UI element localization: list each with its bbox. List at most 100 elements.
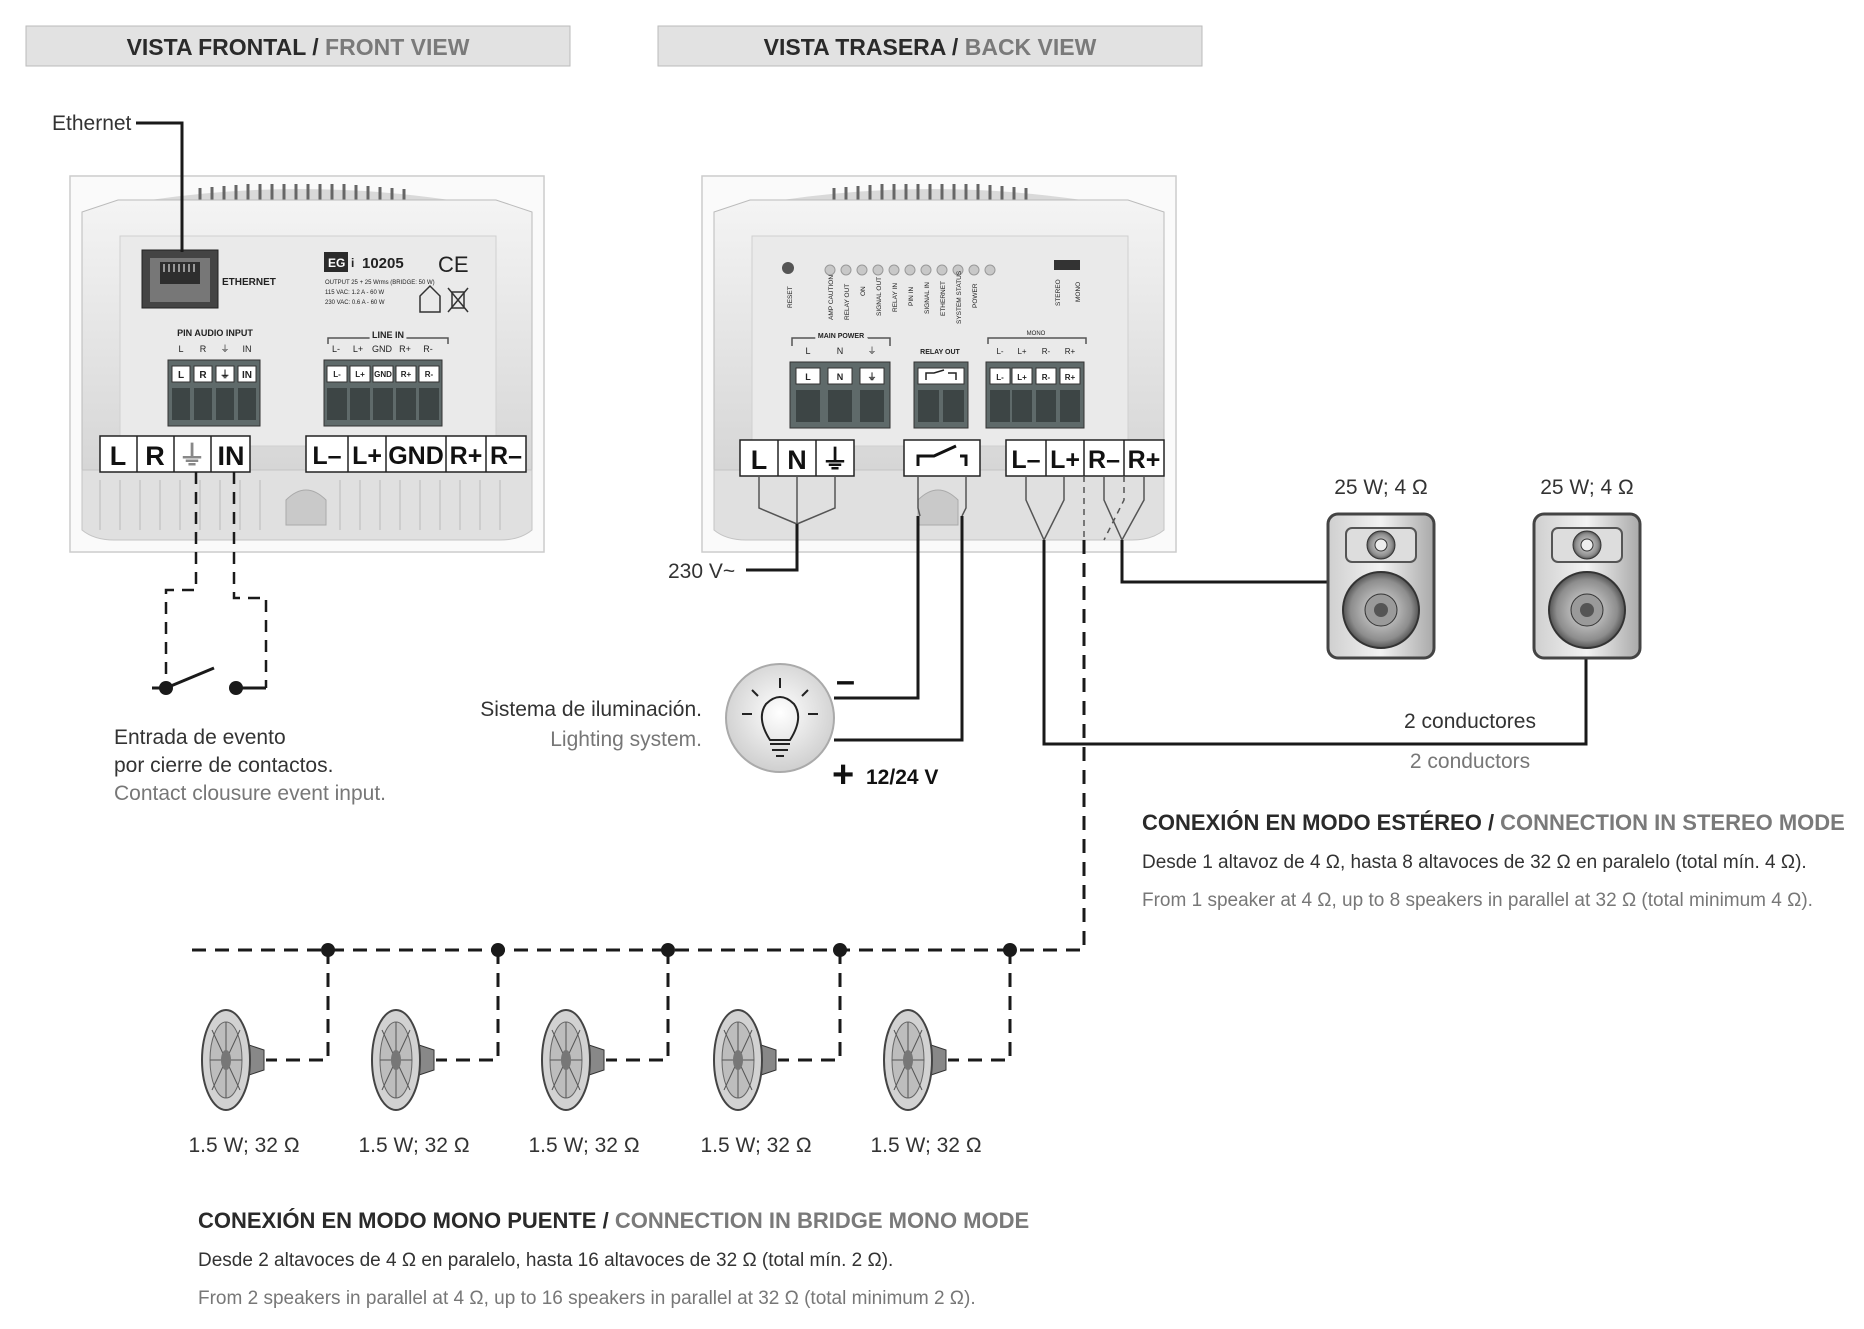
- relay-voltage-label: 12/24 V: [866, 766, 938, 789]
- mono-speaker-5: [883, 1009, 947, 1111]
- weee-bin-icon: [447, 287, 469, 313]
- svg-text:L: L: [805, 372, 811, 382]
- svg-text:PIN IN: PIN IN: [908, 287, 915, 306]
- contact-switch-icon: [152, 666, 266, 695]
- stereo-right-channel-wire: [1120, 540, 1330, 584]
- conductors-label-es: 2 conductores: [1404, 710, 1536, 733]
- pin-audio-terminal-block[interactable]: L R ⏚ IN: [167, 359, 261, 427]
- svg-text:R-: R-: [1042, 347, 1051, 356]
- status-leds: RESET AMP CAUTION RELAY OUT ON SIGNAL OU…: [782, 260, 1082, 324]
- mono-speaker-1-rating: 1.5 W; 32 Ω: [188, 1134, 299, 1157]
- svg-text:STEREO: STEREO: [1055, 279, 1062, 306]
- event-caption-en: Contact clousure event input.: [114, 782, 386, 805]
- stereo-speaker-1: [1326, 512, 1436, 660]
- mono-mode-caption: CONEXIÓN EN MODO MONO PUENTE / CONNECTIO…: [198, 1208, 1029, 1309]
- line-in-sub-labels: L- L+ GND R+ R-: [332, 344, 433, 354]
- back-terminal-ground: ⏚: [822, 445, 849, 475]
- svg-text:VISTA TRASERA / BACK VIEW: VISTA TRASERA / BACK VIEW: [764, 34, 1097, 60]
- main-power-title: MAIN POWER: [818, 333, 864, 340]
- conductors-label-en: 2 conductors: [1410, 750, 1530, 773]
- svg-text:L: L: [178, 370, 184, 381]
- svg-text:R: R: [199, 370, 207, 381]
- event-input-wiring: [164, 472, 268, 688]
- main-power-terminal-block[interactable]: L N ⏚: [789, 361, 891, 429]
- svg-text:GND: GND: [374, 370, 392, 379]
- brand-logo: EG: [328, 256, 345, 270]
- relay-plus-sign: +: [832, 754, 854, 796]
- front-terminal-rminus: R–: [490, 442, 522, 470]
- svg-text:AMP CAUTION: AMP CAUTION: [828, 275, 835, 320]
- relay-out-terminal-block[interactable]: [913, 361, 969, 429]
- mono-speaker-2-rating: 1.5 W; 32 Ω: [358, 1134, 469, 1157]
- pin-audio-input-title: PIN AUDIO INPUT: [177, 328, 253, 338]
- lighting-caption: Sistema de iluminación. Lighting system.: [480, 698, 702, 751]
- svg-text:RELAY OUT: RELAY OUT: [844, 284, 851, 320]
- spec-output: OUTPUT 25 + 25 Wrms (BRIDGE: 50 W): [325, 280, 435, 286]
- mono-speaker-1: [201, 1009, 265, 1111]
- svg-text:R: R: [200, 344, 207, 354]
- mono-title-en: CONNECTION IN BRIDGE MONO MODE: [615, 1208, 1029, 1233]
- svg-text:N: N: [837, 346, 844, 356]
- svg-text:ETHERNET: ETHERNET: [940, 281, 947, 316]
- mono-speaker-4: [713, 1009, 777, 1111]
- svg-text:IN: IN: [242, 370, 252, 381]
- front-device: ETHERNET EG i 10205 CE OUTPUT 25 + 25 Wr…: [69, 175, 545, 553]
- svg-text:R-: R-: [425, 370, 434, 379]
- stereo-title-en: CONNECTION IN STEREO MODE: [1500, 810, 1845, 835]
- front-terminal-gnd: GND: [388, 442, 444, 470]
- svg-text:R+: R+: [399, 344, 411, 354]
- svg-text:L-: L-: [332, 344, 340, 354]
- svg-text:L+: L+: [355, 370, 365, 379]
- svg-text:⏚: ⏚: [867, 372, 876, 382]
- svg-text:R+: R+: [401, 370, 412, 379]
- mono-speaker-3: [541, 1009, 605, 1111]
- svg-text:SIGNAL IN: SIGNAL IN: [924, 282, 931, 314]
- front-terminal-in: IN: [218, 441, 245, 471]
- front-terminal-lminus: L–: [312, 442, 341, 470]
- mono-speaker-2: [371, 1009, 435, 1111]
- relay-minus-sign: –: [836, 662, 855, 700]
- mains-voltage-label: 230 V~: [668, 560, 735, 583]
- svg-text:R+: R+: [1065, 373, 1076, 382]
- stereo-desc-en: From 1 speaker at 4 Ω, up to 8 speakers …: [1142, 890, 1813, 911]
- svg-text:⏚: ⏚: [867, 346, 876, 356]
- stereo-speaker-2: [1532, 512, 1642, 660]
- spec-230v: 230 VAC: 0.6 A - 60 W: [325, 300, 385, 306]
- front-view-title-en: FRONT VIEW: [325, 34, 470, 60]
- back-terminal-rminus: R–: [1088, 446, 1120, 474]
- back-terminal-lminus: L–: [1011, 446, 1040, 474]
- svg-text:MONO: MONO: [1075, 282, 1082, 302]
- back-terminal-lplus: L+: [1050, 446, 1080, 474]
- speaker-output-terminal-block[interactable]: L- L+ R- R+: [985, 361, 1085, 429]
- svg-text:R-: R-: [1042, 373, 1051, 382]
- relay-out-title: RELAY OUT: [920, 349, 960, 356]
- svg-text:GND: GND: [372, 344, 393, 354]
- back-terminal-l: L: [751, 445, 768, 475]
- line-in-large-labels: L– L+ GND R+ R–: [305, 435, 527, 473]
- svg-text:⏚: ⏚: [220, 369, 230, 381]
- event-input-caption: Entrada de evento por cierre de contacto…: [114, 726, 386, 805]
- lightbulb-icon: [725, 663, 835, 773]
- mono-desc-es: Desde 2 altavoces de 4 Ω en paralelo, ha…: [198, 1250, 893, 1271]
- event-caption-es-2: por cierre de contactos.: [114, 754, 333, 777]
- svg-text:ON: ON: [860, 286, 867, 296]
- ethernet-port[interactable]: [141, 249, 219, 309]
- relay-switch-icon: [916, 444, 968, 466]
- line-in-terminal-block[interactable]: L- L+ GND R+ R-: [323, 359, 443, 427]
- lighting-caption-en: Lighting system.: [550, 728, 702, 751]
- mono-desc-en: From 2 speakers in parallel at 4 Ω, up t…: [198, 1288, 976, 1309]
- svg-text:N: N: [837, 372, 844, 382]
- back-terminal-rplus: R+: [1128, 446, 1161, 474]
- svg-text:L: L: [178, 344, 183, 354]
- svg-text:i: i: [351, 256, 354, 270]
- mono-speaker-ratings: 1.5 W; 32 Ω 1.5 W; 32 Ω 1.5 W; 32 Ω 1.5 …: [188, 1134, 981, 1157]
- mains-wiring: [746, 476, 836, 572]
- mono-speaker-4-rating: 1.5 W; 32 Ω: [700, 1134, 811, 1157]
- stereo-desc-es: Desde 1 altavoz de 4 Ω, hasta 8 altavoce…: [1142, 852, 1807, 873]
- svg-text:R+: R+: [1065, 347, 1076, 356]
- back-terminal-n: N: [787, 445, 807, 475]
- mono-title-es: CONEXIÓN EN MODO MONO PUENTE: [198, 1208, 596, 1233]
- back-view-title-es: VISTA TRASERA: [764, 34, 946, 60]
- svg-text:SYSTEM STATUS: SYSTEM STATUS: [956, 270, 963, 324]
- front-terminal-r: R: [145, 441, 165, 471]
